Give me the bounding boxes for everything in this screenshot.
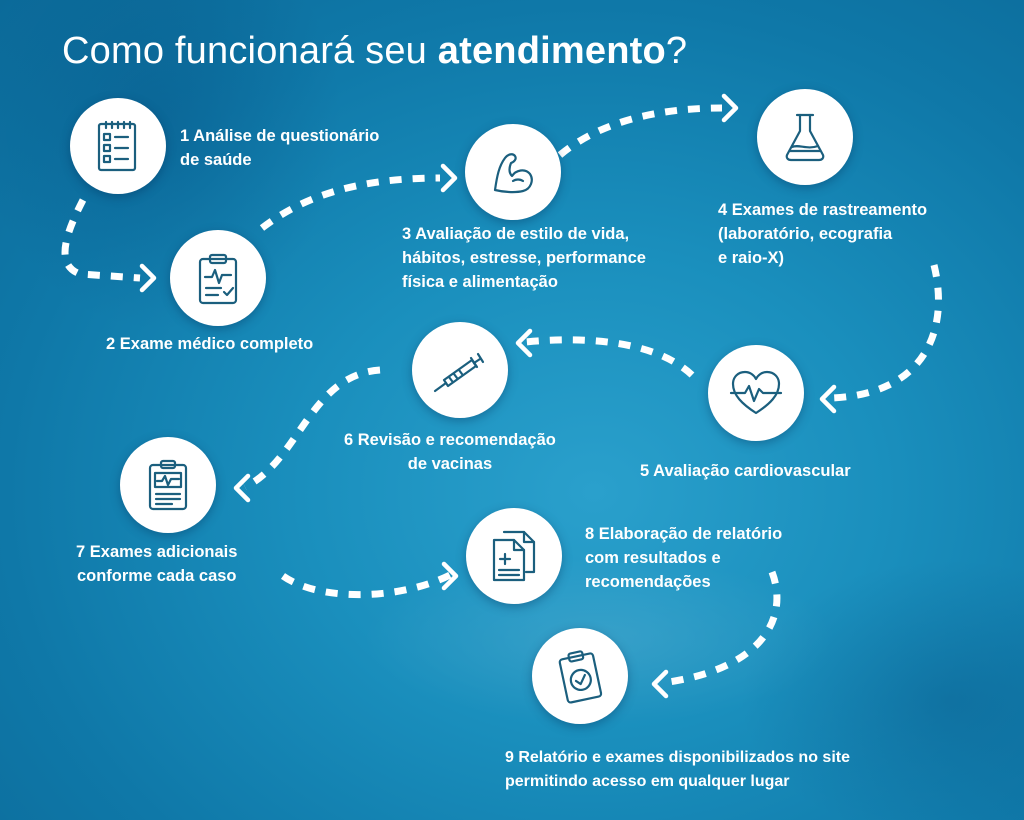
- clipboard-check-icon: [558, 650, 603, 704]
- questionnaire-icon: [97, 120, 137, 172]
- step-5-circle: [708, 345, 804, 441]
- step-8-label: 8 Elaboração de relatório com resultados…: [585, 525, 783, 591]
- connector-1-2: [61, 198, 141, 282]
- heart-pulse-icon: [729, 370, 783, 415]
- arrowhead-to-4: [721, 93, 739, 123]
- arrowhead-to-8: [441, 561, 459, 591]
- step-7-circle: [120, 437, 216, 533]
- connector-8-9: [661, 570, 781, 687]
- flexed-arm-icon: [493, 153, 533, 194]
- step-1-circle: [70, 98, 166, 194]
- page-title: Como funcionará seu atendimento?: [62, 30, 688, 72]
- step-2-label: 2 Exame médico completo: [106, 335, 314, 353]
- connector-7-8: [280, 571, 452, 599]
- step-5-label: 5 Avaliação cardiovascular: [640, 462, 851, 480]
- arrowhead-to-6: [515, 328, 533, 358]
- step-7-label: 7 Exames adicionais conforme cada caso: [76, 543, 238, 585]
- connector-4-5: [829, 264, 942, 402]
- clipboard-heartbeat-icon: [198, 253, 238, 305]
- syringe-icon: [433, 352, 485, 393]
- step-2-circle: [170, 230, 266, 326]
- connector-5-6: [524, 336, 695, 378]
- arrowhead-to-7: [233, 473, 251, 503]
- step-4-label: 4 Exames de rastreamento (laboratório, e…: [718, 201, 928, 267]
- step-6-label: 6 Revisão e recomendação de vacinas: [344, 431, 556, 473]
- connector-2-3: [259, 174, 441, 231]
- arrowhead-to-9: [651, 669, 669, 699]
- documents-icon: [492, 530, 536, 582]
- medical-report-icon: [148, 459, 188, 511]
- step-9-circle: [532, 628, 628, 724]
- step-8-circle: [466, 508, 562, 604]
- step-3-circle: [465, 124, 561, 220]
- arrowhead-to-2: [139, 263, 157, 293]
- step-6-circle: [412, 322, 508, 418]
- arrowhead-to-5: [819, 384, 837, 414]
- step-4-circle: [757, 89, 853, 185]
- connector-6-7: [243, 366, 381, 491]
- arrowhead-to-3: [440, 163, 458, 193]
- flask-icon: [785, 113, 825, 162]
- step-3-label: 3 Avaliação de estilo de vida, hábitos, …: [402, 225, 646, 291]
- step-9-label: 9 Relatório e exames disponibilizados no…: [505, 749, 850, 790]
- step-1-label: 1 Análise de questionário de saúde: [180, 127, 380, 169]
- connector-3-4: [557, 104, 723, 158]
